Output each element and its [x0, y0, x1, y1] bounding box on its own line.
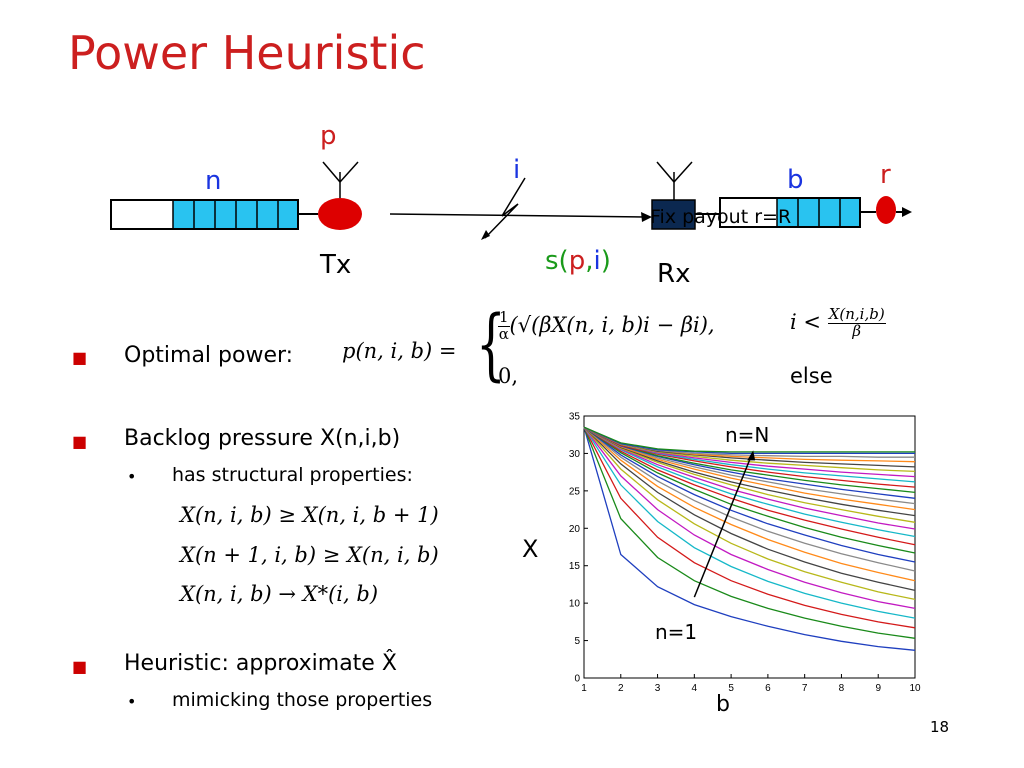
series-line-12	[583, 426, 916, 546]
series-line-4	[583, 426, 916, 619]
series-line-15	[583, 426, 916, 523]
x-tick-label: 4	[692, 683, 698, 694]
bullet-marker: ■	[72, 348, 88, 367]
label-r: r	[880, 160, 891, 190]
series-line-18	[583, 426, 916, 505]
tx-node	[298, 198, 362, 230]
y-tick-label: 5	[574, 636, 580, 647]
chart-annotation-top: n=N	[725, 423, 770, 447]
property-2: X(n + 1, i, b) ≥ X(n, i, b)	[180, 543, 439, 567]
series-line-8	[583, 426, 916, 582]
series-line-6	[583, 426, 916, 601]
backlog-pressure-chart: 1 2 3 4 5 6 7 8 9 10 0 5 10 15 20 25 30 35	[569, 412, 921, 695]
x-tick-label: 5	[728, 683, 734, 694]
series-line-10	[583, 426, 916, 563]
series-line-9	[583, 426, 916, 572]
x-tick-label: 10	[909, 683, 921, 694]
sub-bullet-marker: •	[127, 692, 137, 711]
slide-title: Power Heuristic	[68, 26, 426, 80]
x-tick-label: 9	[875, 683, 881, 694]
formula-case1-condition: i < X(n,i,b)β	[790, 305, 886, 340]
chart-xlabel: b	[716, 692, 730, 717]
x-tick-label: 3	[655, 683, 661, 694]
series-line-2	[583, 426, 916, 639]
series-line-3	[583, 426, 916, 629]
series-line-13	[583, 426, 916, 538]
property-1: X(n, i, b) ≥ X(n, i, b + 1)	[180, 503, 439, 527]
bullet-marker: ■	[72, 657, 88, 676]
annotation-arrowhead	[747, 450, 756, 461]
rx-box	[651, 199, 696, 230]
property-3: X(n, i, b) → X*(i, b)	[180, 582, 379, 606]
series-line-19	[583, 426, 916, 499]
y-tick-label: 0	[574, 674, 580, 685]
y-tick-label: 20	[569, 524, 581, 535]
series-line-14	[583, 426, 916, 530]
series-line-20	[583, 426, 916, 494]
transmission-diagram	[110, 161, 912, 240]
y-tick-label: 10	[569, 599, 581, 610]
x-tick-label: 1	[581, 683, 587, 694]
chart-ylabel: X	[522, 535, 539, 563]
annotation-arrow-line	[693, 455, 753, 598]
label-tx: Tx	[320, 250, 352, 280]
rx-queue	[695, 197, 861, 228]
chart-annotation-bottom: n=1	[655, 620, 698, 644]
y-tick-label: 35	[569, 412, 581, 423]
series-line-17	[583, 426, 916, 511]
formula-case2-condition: else	[790, 364, 833, 388]
bullet-optimal-power: Optimal power:	[124, 343, 294, 368]
series-line-1	[583, 427, 916, 651]
r-node	[860, 196, 912, 224]
y-tick-label: 15	[569, 561, 581, 572]
channel-arrow	[389, 212, 652, 222]
series-line-29	[583, 426, 915, 453]
bullet-heuristic: Heuristic: approximate X̂	[124, 651, 397, 676]
x-tick-label: 6	[765, 683, 771, 694]
sub-bullet-structural: has structural properties:	[172, 464, 413, 486]
label-n: n	[205, 166, 222, 196]
series-line-5	[583, 426, 916, 610]
interference-bolt-icon	[481, 177, 526, 240]
x-tick-label: 8	[839, 683, 845, 694]
sub-bullet-marker: •	[127, 467, 137, 486]
bullet-marker: ■	[72, 432, 88, 451]
sub-bullet-mimicking: mimicking those properties	[172, 689, 433, 711]
x-tick-label: 2	[618, 683, 624, 694]
label-sinr: s(p,i)	[545, 246, 611, 276]
y-tick-label: 25	[569, 486, 581, 497]
y-tick-label: 30	[569, 449, 581, 460]
payout-overlay-text: Fix payout r=R	[650, 206, 792, 228]
series-line-11	[583, 426, 916, 554]
series-line-16	[583, 426, 916, 517]
page-number: 18	[930, 718, 950, 736]
series-line-21	[583, 426, 916, 488]
label-p: p	[320, 121, 337, 151]
label-rx: Rx	[657, 259, 691, 289]
tx-antenna-icon	[322, 161, 359, 198]
formula-lhs: p(n, i, b) =	[342, 339, 457, 363]
series-line-7	[583, 426, 916, 592]
label-i: i	[513, 155, 521, 185]
label-b: b	[787, 165, 804, 195]
tx-queue	[110, 199, 299, 230]
bullet-backlog-pressure: Backlog pressure X(n,i,b)	[124, 426, 401, 451]
series-line-28	[583, 426, 915, 455]
formula-case2-value: 0,	[498, 364, 519, 388]
formula-brace: {	[476, 300, 506, 390]
x-tick-label: 7	[802, 683, 808, 694]
rx-antenna-icon	[656, 161, 693, 200]
